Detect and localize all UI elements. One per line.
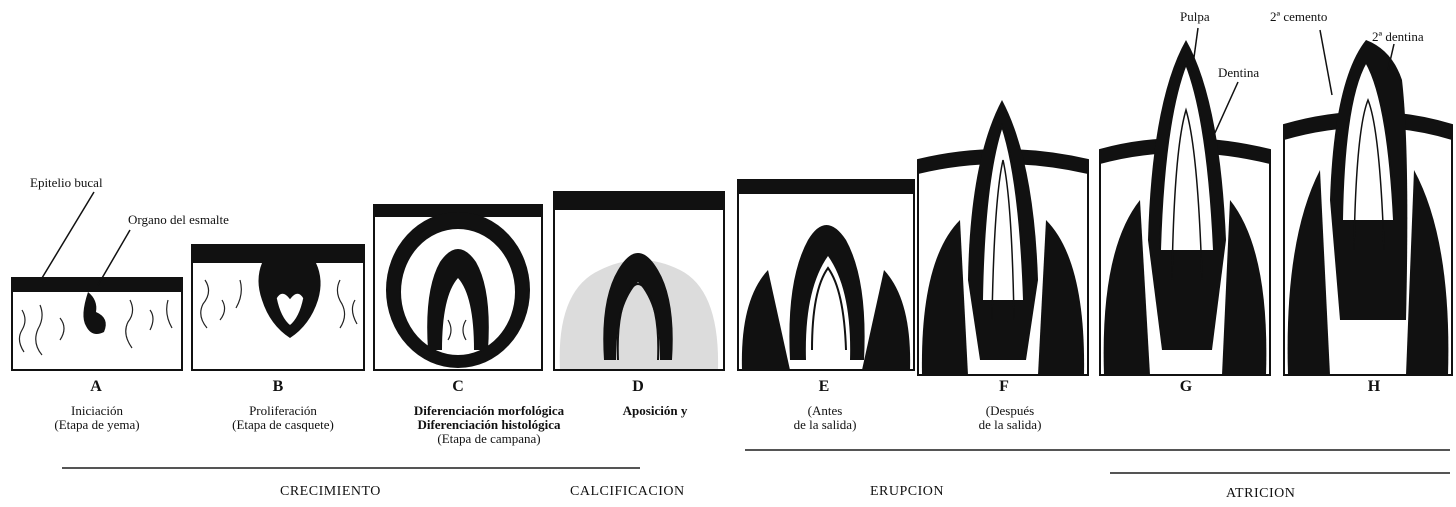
stage-letter-b: B — [258, 378, 298, 396]
stage-a-drawing — [12, 278, 182, 370]
stage-h-drawing — [1284, 40, 1452, 375]
caption-c-line-3: (Etapa de campana) — [374, 432, 604, 446]
rule-atricion — [1110, 472, 1450, 474]
rule-crecimiento-calcificacion — [62, 467, 640, 469]
phase-atricion: ATRICION — [1226, 486, 1295, 502]
stage-f-drawing — [918, 100, 1088, 375]
label-dentina: Dentina — [1218, 66, 1259, 80]
label-epitelio-bucal: Epitelio bucal — [30, 176, 103, 190]
epitelio-leader — [42, 192, 94, 278]
label-pulpa: Pulpa — [1180, 10, 1210, 24]
rule-erupcion — [745, 449, 1450, 451]
stage-g-drawing — [1100, 40, 1270, 375]
caption-f: (Después de la salida) — [950, 404, 1070, 432]
stage-letter-d: D — [618, 378, 658, 396]
caption-e-line-1: (Antes — [770, 404, 880, 418]
stage-letter-e: E — [804, 378, 844, 396]
dentina-leader — [1214, 82, 1238, 135]
stage-letter-g: G — [1166, 378, 1206, 396]
stage-letter-f: F — [984, 378, 1024, 396]
label-2-cemento: 2ª cemento — [1270, 10, 1327, 24]
phase-crecimiento: CRECIMIENTO — [280, 484, 381, 500]
caption-e-line-2: de la salida) — [770, 418, 880, 432]
caption-b: Proliferación (Etapa de casquete) — [198, 404, 368, 432]
caption-c-line-2: Diferenciación histológica — [374, 418, 604, 432]
phase-calcificacion: CALCIFICACION — [570, 484, 685, 500]
stage-letter-h: H — [1354, 378, 1394, 396]
cemento2-leader — [1320, 30, 1332, 95]
label-2-dentina: 2ª dentina — [1372, 30, 1424, 44]
caption-f-line-2: de la salida) — [950, 418, 1070, 432]
caption-a: Iniciación (Etapa de yema) — [22, 404, 172, 432]
label-organo-esmalte: Organo del esmalte — [128, 213, 229, 227]
stage-c-drawing — [374, 205, 542, 370]
caption-b-line-1: Proliferación — [198, 404, 368, 418]
caption-d: Aposición y — [600, 404, 710, 418]
phase-erupcion: ERUPCION — [870, 484, 944, 500]
caption-a-line-2: (Etapa de yema) — [22, 418, 172, 432]
organo-leader — [98, 230, 130, 285]
stage-letter-c: C — [438, 378, 478, 396]
caption-e: (Antes de la salida) — [770, 404, 880, 432]
caption-b-line-2: (Etapa de casquete) — [198, 418, 368, 432]
caption-f-line-1: (Después — [950, 404, 1070, 418]
caption-a-line-1: Iniciación — [22, 404, 172, 418]
caption-c: Diferenciación morfológica Diferenciació… — [374, 404, 604, 446]
stage-letter-a: A — [76, 378, 116, 396]
caption-c-line-1: Diferenciación morfológica — [374, 404, 604, 418]
stage-b-drawing — [192, 245, 364, 370]
caption-d-line-1: Aposición y — [600, 404, 710, 418]
stage-e-drawing — [738, 180, 914, 370]
stage-d-drawing — [554, 192, 724, 370]
